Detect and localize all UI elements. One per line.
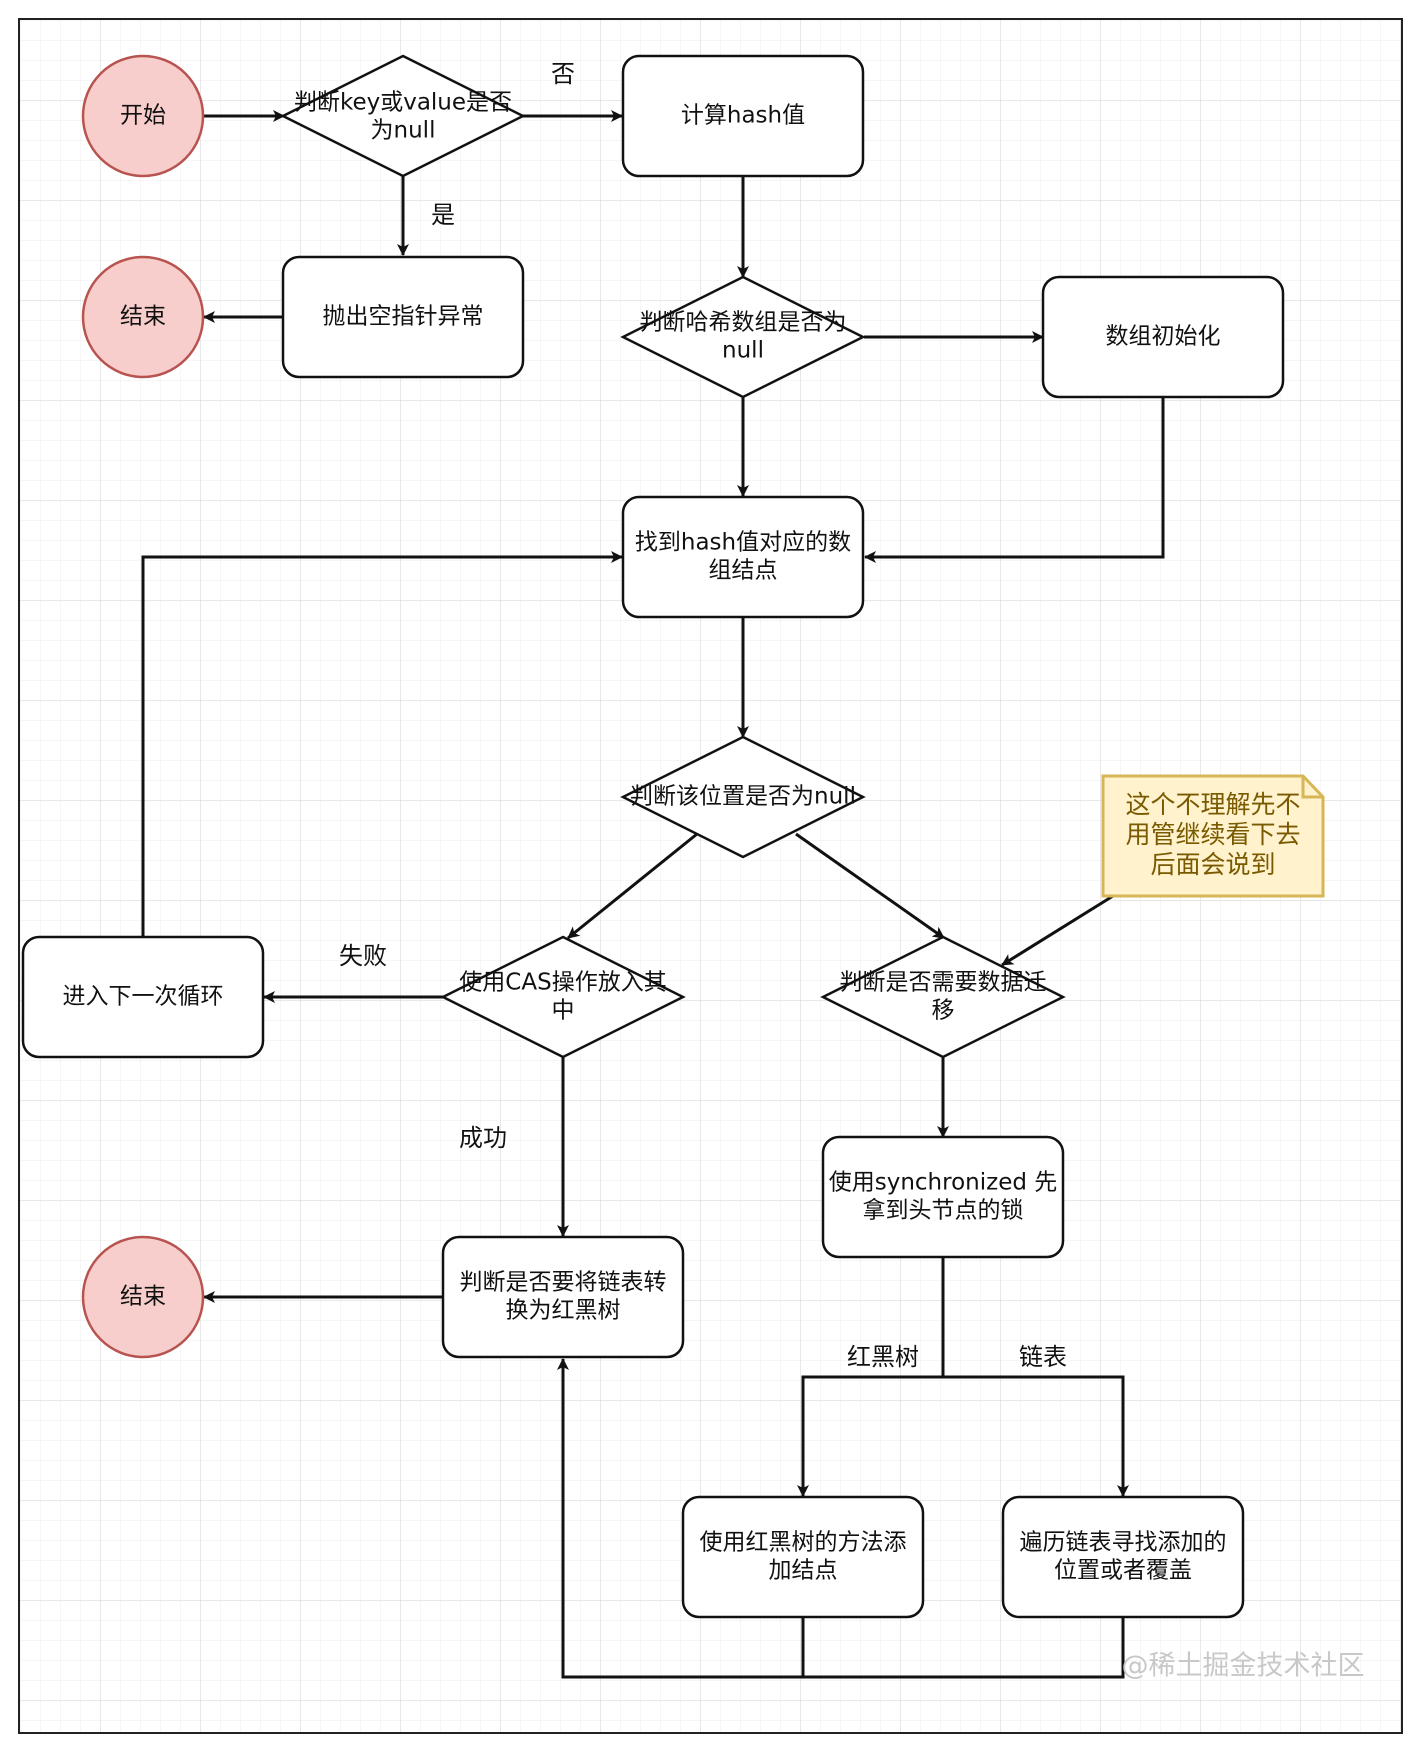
sync-lock-box	[821, 1135, 1065, 1259]
tree-add-label-line1: 使用红黑树的方法添	[700, 1530, 907, 1556]
find-bucket-label-line2: 组结点	[709, 558, 778, 584]
cas-put-label-line2: 中	[552, 998, 575, 1024]
check-position-label: 判断该位置是否为null	[630, 784, 856, 810]
note-label-line2: 用管继续看下去	[1125, 820, 1300, 849]
check-key-value-label-line2: 为null	[371, 118, 436, 144]
end-top-label: 结束	[120, 304, 166, 330]
throw-npe-box	[281, 255, 525, 379]
watermark: @稀土掘金技术社区	[1122, 1651, 1365, 1682]
cas-put-label-line1: 使用CAS操作放入其	[459, 970, 666, 996]
check-treeify-label-line1: 判断是否要将链表转	[460, 1270, 667, 1296]
start-node	[81, 54, 205, 178]
edge-list-to-treeify	[803, 1618, 1125, 1679]
end-node-bottom	[81, 1235, 205, 1359]
note-fold	[1301, 776, 1323, 799]
edge-check-position-to-migrate	[795, 832, 945, 940]
tree-add-label-line2: 加结点	[769, 1558, 838, 1584]
end-bottom-label: 结束	[120, 1284, 166, 1310]
edge-label-yes: 是	[431, 201, 455, 229]
init-array-label: 数组初始化	[1106, 324, 1221, 350]
edge-label-success: 成功	[459, 1124, 507, 1152]
check-key-value-diamond	[280, 54, 526, 178]
next-loop-label: 进入下一次循环	[63, 984, 224, 1010]
note-box	[1101, 774, 1325, 898]
edge-sync-to-list	[943, 1375, 1129, 1497]
check-treeify-box	[441, 1235, 685, 1359]
check-array-label-line2: null	[722, 338, 764, 364]
check-array-diamond	[620, 275, 866, 399]
tree-add-box	[681, 1495, 925, 1619]
check-migrate-diamond	[820, 935, 1066, 1059]
check-treeify-label-line2: 换为红黑树	[506, 1298, 621, 1324]
edge-tree-to-treeify	[557, 1358, 805, 1679]
edge-init-to-find	[864, 398, 1165, 563]
edges	[141, 110, 1165, 1679]
check-migrate-label-line1: 判断是否需要数据迁	[840, 970, 1047, 996]
check-key-value-label-line1: 判断key或value是否	[294, 90, 512, 116]
edge-label-no: 否	[551, 60, 575, 88]
check-migrate-label-line2: 移	[932, 998, 955, 1024]
edge-check-position-to-cas	[567, 832, 698, 940]
edge-label-fail: 失败	[339, 942, 387, 970]
find-bucket-box	[621, 495, 865, 619]
check-position-diamond	[620, 735, 866, 859]
end-node-top	[81, 255, 205, 379]
list-traverse-box	[1001, 1495, 1245, 1619]
check-array-label-line1: 判断哈希数组是否为	[640, 310, 847, 336]
note-label-line1: 这个不理解先不	[1125, 790, 1300, 819]
cas-put-diamond	[440, 935, 686, 1059]
edge-sync-to-tree	[797, 1258, 945, 1497]
sync-lock-label-line1: 使用synchronized 先	[829, 1170, 1058, 1196]
edge-label-linked-list: 链表	[1019, 1343, 1067, 1371]
note-label-line3: 后面会说到	[1150, 850, 1275, 879]
init-array-box	[1041, 275, 1285, 399]
list-traverse-label-line2: 位置或者覆盖	[1054, 1558, 1192, 1584]
find-bucket-label-line1: 找到hash值对应的数	[635, 530, 851, 556]
edge-label-red-black-tree: 红黑树	[847, 1343, 919, 1371]
compute-hash-box	[621, 54, 865, 178]
edge-note-to-migrate	[1001, 894, 1114, 967]
sync-lock-label-line2: 拿到头节点的锁	[863, 1197, 1024, 1224]
throw-npe-label: 抛出空指针异常	[323, 304, 484, 330]
compute-hash-label: 计算hash值	[681, 103, 805, 129]
edge-next-loop-to-find	[141, 551, 623, 937]
start-label: 开始	[120, 103, 166, 129]
list-traverse-label-line1: 遍历链表寻找添加的	[1020, 1530, 1227, 1556]
next-loop-box	[21, 935, 265, 1059]
